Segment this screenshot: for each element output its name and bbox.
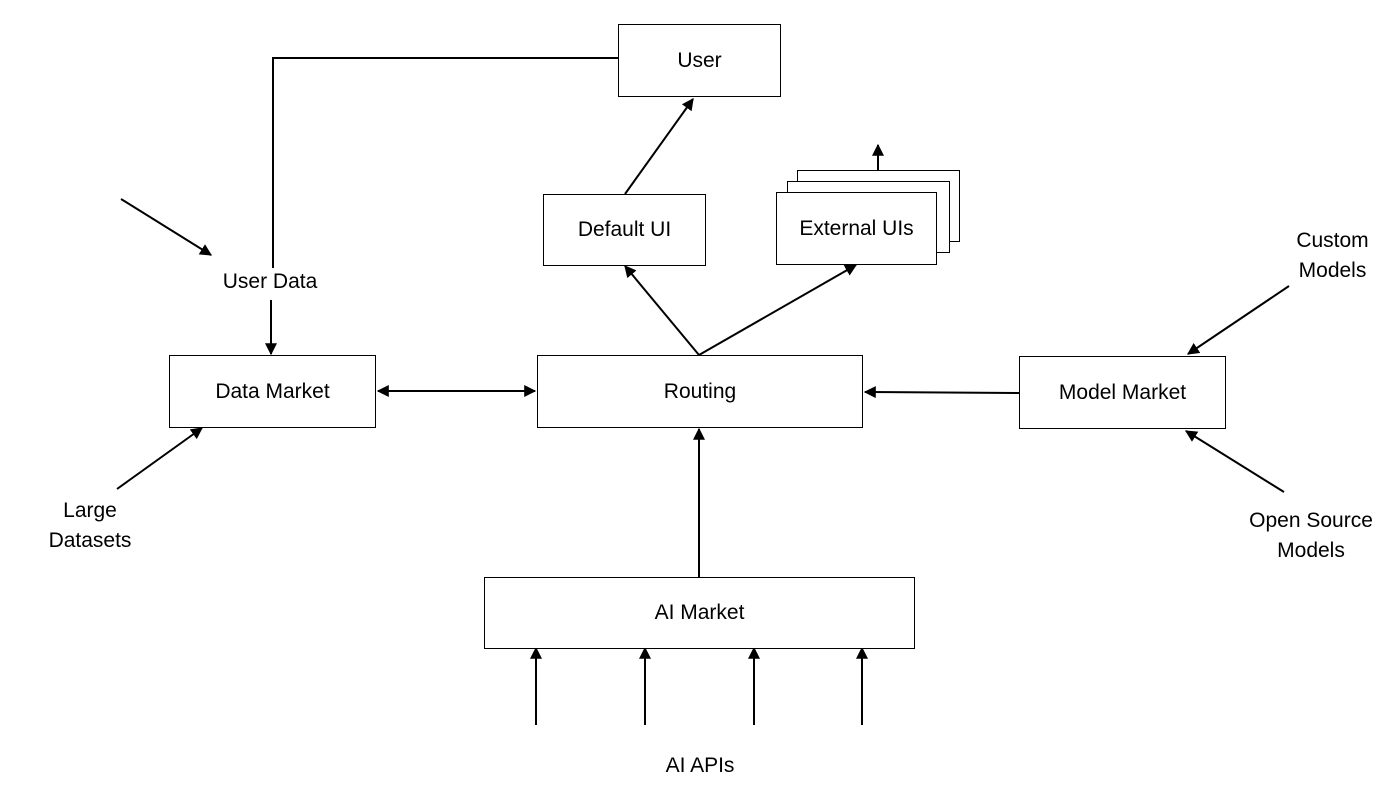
open-source-models-label: Open Source Models bbox=[1232, 506, 1390, 566]
edge-user-to-user-data bbox=[272, 57, 618, 268]
ai-market-node-label: AI Market bbox=[654, 601, 745, 624]
large-datasets-line-2: Datasets bbox=[48, 529, 132, 552]
open-source-models-line-2: Models bbox=[1277, 539, 1345, 562]
default-ui-node: Default UI bbox=[543, 194, 706, 266]
large-datasets-line-1: Large bbox=[63, 499, 117, 522]
edge-custom-models-to-model-market bbox=[1187, 285, 1290, 355]
edge-open-source-models-to-model-market bbox=[1184, 430, 1285, 493]
edge-model-market-to-routing bbox=[863, 386, 1020, 399]
model-market-node: Model Market bbox=[1019, 356, 1226, 429]
external-uis-node-label: External UIs bbox=[799, 216, 914, 240]
ai-apis-label: AI APIs bbox=[625, 751, 775, 781]
edge-routing-to-external-uis bbox=[698, 264, 858, 356]
default-ui-node-label: Default UI bbox=[577, 218, 672, 241]
edge-default-ui-to-user bbox=[624, 98, 694, 195]
user-node: User bbox=[618, 24, 781, 97]
model-market-node-label: Model Market bbox=[1058, 380, 1187, 404]
user-data-text: User Data bbox=[222, 270, 318, 293]
edge-incoming-to-user-data bbox=[120, 198, 213, 256]
user-node-label: User bbox=[677, 48, 722, 72]
edge-large-datasets-to-data-market bbox=[116, 427, 203, 490]
user-data-label: User Data bbox=[195, 267, 345, 297]
custom-models-label: Custom Models bbox=[1270, 226, 1395, 286]
ai-market-node: AI Market bbox=[484, 577, 915, 649]
open-source-models-line-1: Open Source bbox=[1249, 509, 1373, 532]
custom-models-line-1: Custom bbox=[1296, 229, 1369, 252]
routing-node: Routing bbox=[537, 355, 863, 428]
data-market-node: Data Market bbox=[169, 355, 376, 428]
ai-apis-text: AI APIs bbox=[665, 754, 735, 777]
large-datasets-label: Large Datasets bbox=[20, 496, 160, 556]
data-market-node-label: Data Market bbox=[215, 379, 330, 403]
custom-models-line-2: Models bbox=[1298, 259, 1367, 282]
routing-node-label: Routing bbox=[663, 379, 737, 403]
edge-routing-to-default-ui bbox=[624, 265, 700, 356]
external-uis-node: External UIs bbox=[776, 192, 937, 265]
